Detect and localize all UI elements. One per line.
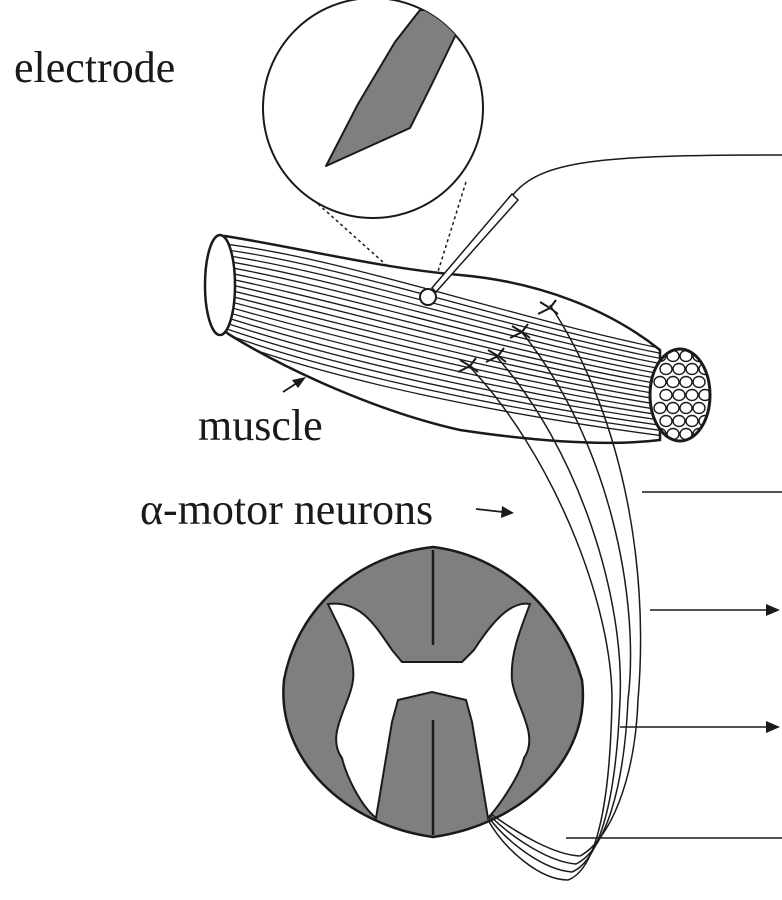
motor-neurons-label: α-motor neurons [140, 488, 433, 532]
recording-site [420, 289, 436, 305]
motor-neuron-pointer [476, 509, 503, 512]
muscle-cross-section [650, 349, 710, 441]
spinal-cord [283, 547, 583, 837]
signal-arrows [566, 492, 782, 838]
muscle-label: muscle [198, 404, 323, 448]
electrode-wire [512, 155, 782, 196]
electrode-label: electrode [14, 46, 175, 90]
muscle-left-end [205, 235, 235, 335]
